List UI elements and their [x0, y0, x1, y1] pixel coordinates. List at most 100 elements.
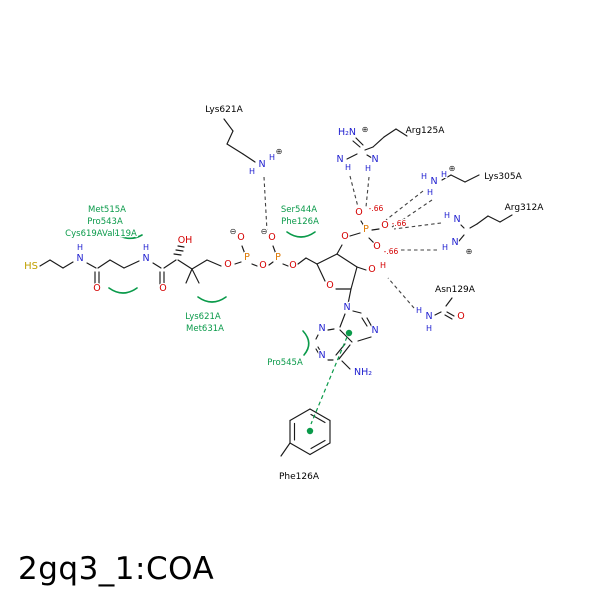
bond-line [309, 442, 331, 456]
bond-line [327, 328, 335, 331]
hydrophobic-residue-label-met631a: Met631A [186, 324, 224, 334]
bond-line [272, 245, 277, 255]
bond-line [310, 439, 326, 450]
bond-line [282, 263, 289, 267]
bond-line [305, 257, 318, 265]
bond-line [445, 297, 453, 307]
bond-line [241, 245, 246, 255]
bond-line [346, 153, 358, 160]
hydrophobic-residue-label-pro545a: Pro545A [267, 358, 303, 368]
bond-line [464, 174, 480, 183]
bond-line [349, 232, 361, 237]
hydrophobic-residue-label-ser544a: Ser544A [281, 205, 317, 215]
atom-label: H [416, 306, 422, 315]
hydrophobic-contact-arc [286, 231, 316, 238]
atom-label: H [365, 164, 371, 173]
pi-stacking-line [310, 336, 348, 425]
bond-line [357, 336, 372, 342]
residue-label-arg125a: Arg125A [406, 126, 446, 136]
hydrogen-bond-line [387, 277, 415, 309]
residue-label-lys305a: Lys305A [484, 172, 522, 182]
bond-line [383, 128, 397, 138]
atom-label: H [427, 188, 433, 197]
bond-line [316, 263, 326, 282]
hydrophobic-residue-label-met515a: Met515A [88, 205, 126, 215]
atom-label: OH [178, 235, 193, 246]
bond-line [487, 215, 501, 223]
bond-line [251, 263, 258, 267]
bond-line [163, 259, 177, 269]
atom-label: N [343, 302, 350, 313]
atom-label: H [269, 153, 275, 162]
hydrophobic-contact-arc [302, 330, 310, 356]
bond-line [469, 223, 478, 229]
bond-line [336, 253, 358, 268]
atom-label: N [258, 159, 265, 170]
bond-line [289, 408, 311, 422]
atom-label: O [259, 260, 266, 271]
atom-label: H [249, 167, 255, 176]
bond-line [355, 137, 364, 146]
bond-line [476, 215, 489, 225]
atom-label: N [425, 311, 432, 322]
bond-line [336, 244, 343, 255]
atom-label: O [93, 283, 100, 294]
atom-label: H [442, 243, 448, 252]
bond-line [173, 253, 182, 256]
atom-label: N [318, 323, 325, 334]
bond-line [446, 311, 455, 317]
negative-charge-icon: ⊖ [230, 227, 237, 236]
bond-line [310, 413, 326, 424]
partial-charge-label: -.66 [369, 204, 384, 213]
atom-label: O [224, 259, 231, 270]
atom-label: N [318, 350, 325, 361]
atom-label: N [451, 237, 458, 248]
bond-line [372, 136, 385, 148]
atom-label: O [368, 264, 375, 275]
bond-line [364, 146, 374, 151]
atom-label: N [430, 176, 437, 187]
bond-line [339, 329, 353, 343]
bond-line [280, 442, 291, 457]
bond-line [152, 262, 162, 269]
atom-label: O [457, 311, 464, 322]
atom-label: O [237, 232, 244, 243]
atom-label: O [326, 280, 333, 291]
bond-line [316, 253, 338, 265]
atom-label: O [268, 232, 275, 243]
bond-line [268, 261, 274, 266]
residue-label-phe126a: Phe126A [279, 472, 320, 482]
hydrophobic-residue-label-cys619aval119a: Cys619AVal119A [65, 229, 137, 239]
bond-line [368, 237, 375, 244]
bond-line [450, 174, 466, 183]
hydrogen-bond-line [391, 199, 433, 228]
hydrogen-bond-line [385, 190, 424, 221]
hydrogen-bond-line [263, 176, 268, 232]
ring-centroid-dot [306, 427, 314, 435]
bond-line [356, 266, 367, 271]
bond-line [339, 313, 346, 328]
bond-line [360, 220, 365, 227]
bond-line [109, 259, 125, 269]
bond-line [206, 259, 222, 267]
hydrogen-bond-line [393, 222, 442, 230]
atom-label: O [355, 207, 362, 218]
residue-label-arg312a: Arg312A [505, 203, 545, 213]
atom-label: H [421, 172, 427, 181]
bond-line [444, 314, 453, 320]
hydrophobic-contact-arc [108, 287, 138, 294]
bond-line [338, 344, 351, 360]
bond-line [441, 174, 452, 181]
bond-line [460, 224, 465, 229]
bond-line [223, 118, 234, 132]
atom-label: N [453, 214, 460, 225]
atom-label: O [373, 241, 380, 252]
hydrogen-bond-line [349, 175, 359, 208]
bond-line [347, 288, 352, 305]
bond-line [86, 262, 97, 269]
bond-line [361, 317, 368, 327]
page-title: 2gq3_1:COA [18, 551, 215, 587]
atom-label: N [336, 154, 343, 165]
bond-line [309, 408, 331, 422]
